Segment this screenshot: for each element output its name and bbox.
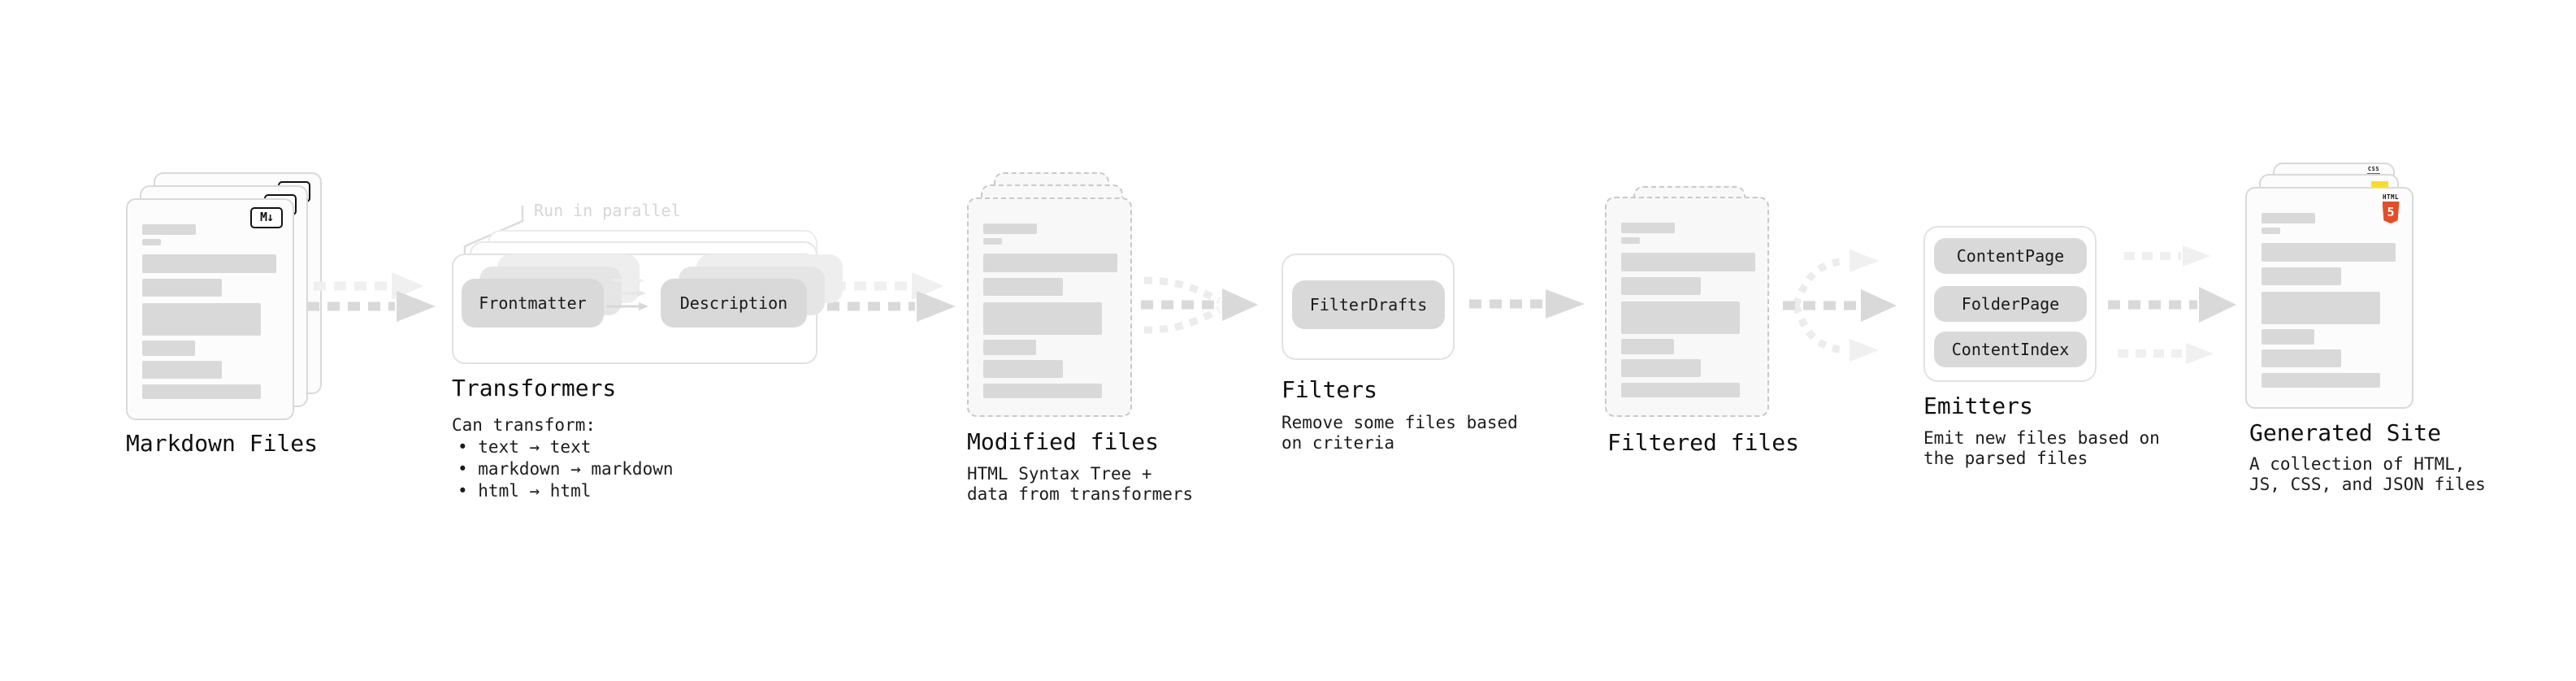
- filters-description: Remove some files based on criteria: [1281, 413, 1518, 453]
- text-line-placeholder: [142, 279, 222, 297]
- text-line-placeholder: [2262, 329, 2314, 345]
- description-line: on criteria: [1281, 433, 1395, 453]
- section-title-transformers: Transformers: [452, 375, 617, 401]
- html5-label: HTML: [2382, 193, 2400, 201]
- flow-arrow-converge-to-filters: [1141, 276, 1258, 334]
- contentindex-pill: ContentIndex: [1934, 332, 2087, 367]
- flow-arrow-markdown-to-transformers: [307, 272, 436, 322]
- section-title-generated-site: Generated Site: [2249, 419, 2442, 446]
- text-line-placeholder: [1621, 237, 1640, 244]
- text-line-placeholder: [1621, 339, 1674, 354]
- flow-arrow-transformers-to-modified: [827, 272, 956, 322]
- text-line-placeholder: [1621, 277, 1701, 295]
- text-line-placeholder: [142, 340, 195, 356]
- contentpage-pill: ContentPage: [1934, 238, 2087, 274]
- markdown-file-card-front: M↓: [126, 198, 294, 420]
- html-file-card: HTML 5: [2245, 187, 2413, 409]
- text-line-placeholder: [983, 340, 1036, 355]
- list-item: • markdown → markdown: [458, 459, 674, 479]
- pill-connector-arrows: [607, 276, 648, 310]
- text-line-placeholder: [2262, 228, 2280, 234]
- text-line-placeholder: [2262, 267, 2341, 285]
- text-line-placeholder: [2262, 349, 2341, 367]
- js-icon: [2371, 181, 2388, 190]
- text-line-placeholder: [142, 384, 261, 399]
- document-text-placeholder: [1621, 223, 1755, 397]
- document-text-placeholder: [2262, 213, 2396, 388]
- transformers-capabilities-list: • text → text • markdown → markdown • ht…: [458, 436, 674, 502]
- text-line-placeholder: [983, 254, 1117, 272]
- text-line-placeholder: [2262, 373, 2380, 388]
- emitters-description: Emit new files based on the parsed files: [1923, 428, 2160, 469]
- section-title-modified-files: Modified files: [967, 428, 1160, 455]
- description-line: the parsed files: [1923, 449, 2088, 468]
- flow-arrow-emitters-to-site: [2108, 245, 2236, 364]
- section-title-filtered-files: Filtered files: [1607, 429, 1800, 456]
- text-line-placeholder: [1621, 383, 1740, 397]
- text-line-placeholder: [2262, 213, 2315, 223]
- text-line-placeholder: [983, 278, 1063, 296]
- filtered-file-card-front: [1605, 197, 1769, 417]
- modified-files-description: HTML Syntax Tree + data from transformer…: [967, 464, 1193, 505]
- text-line-placeholder: [983, 302, 1102, 335]
- document-text-placeholder: [142, 224, 276, 399]
- transformers-subtitle: Can transform:: [452, 415, 596, 435]
- text-line-placeholder: [983, 238, 1002, 245]
- text-line-placeholder: [983, 223, 1037, 234]
- description-line: JS, CSS, and JSON files: [2249, 475, 2486, 494]
- text-line-placeholder: [2262, 243, 2396, 262]
- text-line-placeholder: [1621, 253, 1755, 271]
- description-line: data from transformers: [967, 484, 1194, 504]
- text-line-placeholder: [983, 360, 1063, 378]
- flow-arrow-filters-to-filtered: [1469, 289, 1585, 319]
- document-text-placeholder: [983, 223, 1117, 398]
- text-line-placeholder: [1621, 359, 1701, 377]
- list-item: • html → html: [458, 481, 592, 501]
- section-title-filters: Filters: [1281, 376, 1378, 403]
- text-line-placeholder: [142, 361, 222, 379]
- description-pill: Description: [661, 279, 807, 327]
- description-line: A collection of HTML,: [2249, 454, 2465, 474]
- folderpage-pill: FolderPage: [1934, 286, 2087, 322]
- text-line-placeholder: [142, 224, 196, 235]
- description-line: Emit new files based on: [1923, 428, 2160, 448]
- description-line: Remove some files based: [1281, 413, 1518, 432]
- description-line: HTML Syntax Tree +: [967, 464, 1152, 484]
- modified-file-card-front: [967, 197, 1132, 417]
- html5-shield: 5: [2382, 202, 2400, 223]
- text-line-placeholder: [142, 254, 276, 273]
- frontmatter-pill: Frontmatter: [462, 279, 604, 327]
- text-line-placeholder: [142, 303, 261, 336]
- text-line-placeholder: [2262, 292, 2380, 324]
- section-title-emitters: Emitters: [1923, 393, 2033, 419]
- filterdrafts-pill: FilterDrafts: [1292, 280, 1445, 329]
- section-title-markdown-files: Markdown Files: [126, 430, 319, 457]
- text-line-placeholder: [142, 239, 161, 245]
- run-in-parallel-label: Run in parallel: [534, 201, 681, 220]
- text-line-placeholder: [1621, 301, 1740, 334]
- text-line-placeholder: [1621, 223, 1675, 233]
- flow-arrow-diverge-to-emitters: [1783, 249, 1897, 362]
- generated-site-description: A collection of HTML, JS, CSS, and JSON …: [2249, 454, 2486, 495]
- html5-icon: HTML 5: [2381, 194, 2400, 223]
- css-label: CSS: [2367, 166, 2380, 172]
- text-line-placeholder: [983, 384, 1102, 398]
- markdown-icon: M↓: [250, 207, 283, 228]
- list-item: • text → text: [458, 437, 592, 457]
